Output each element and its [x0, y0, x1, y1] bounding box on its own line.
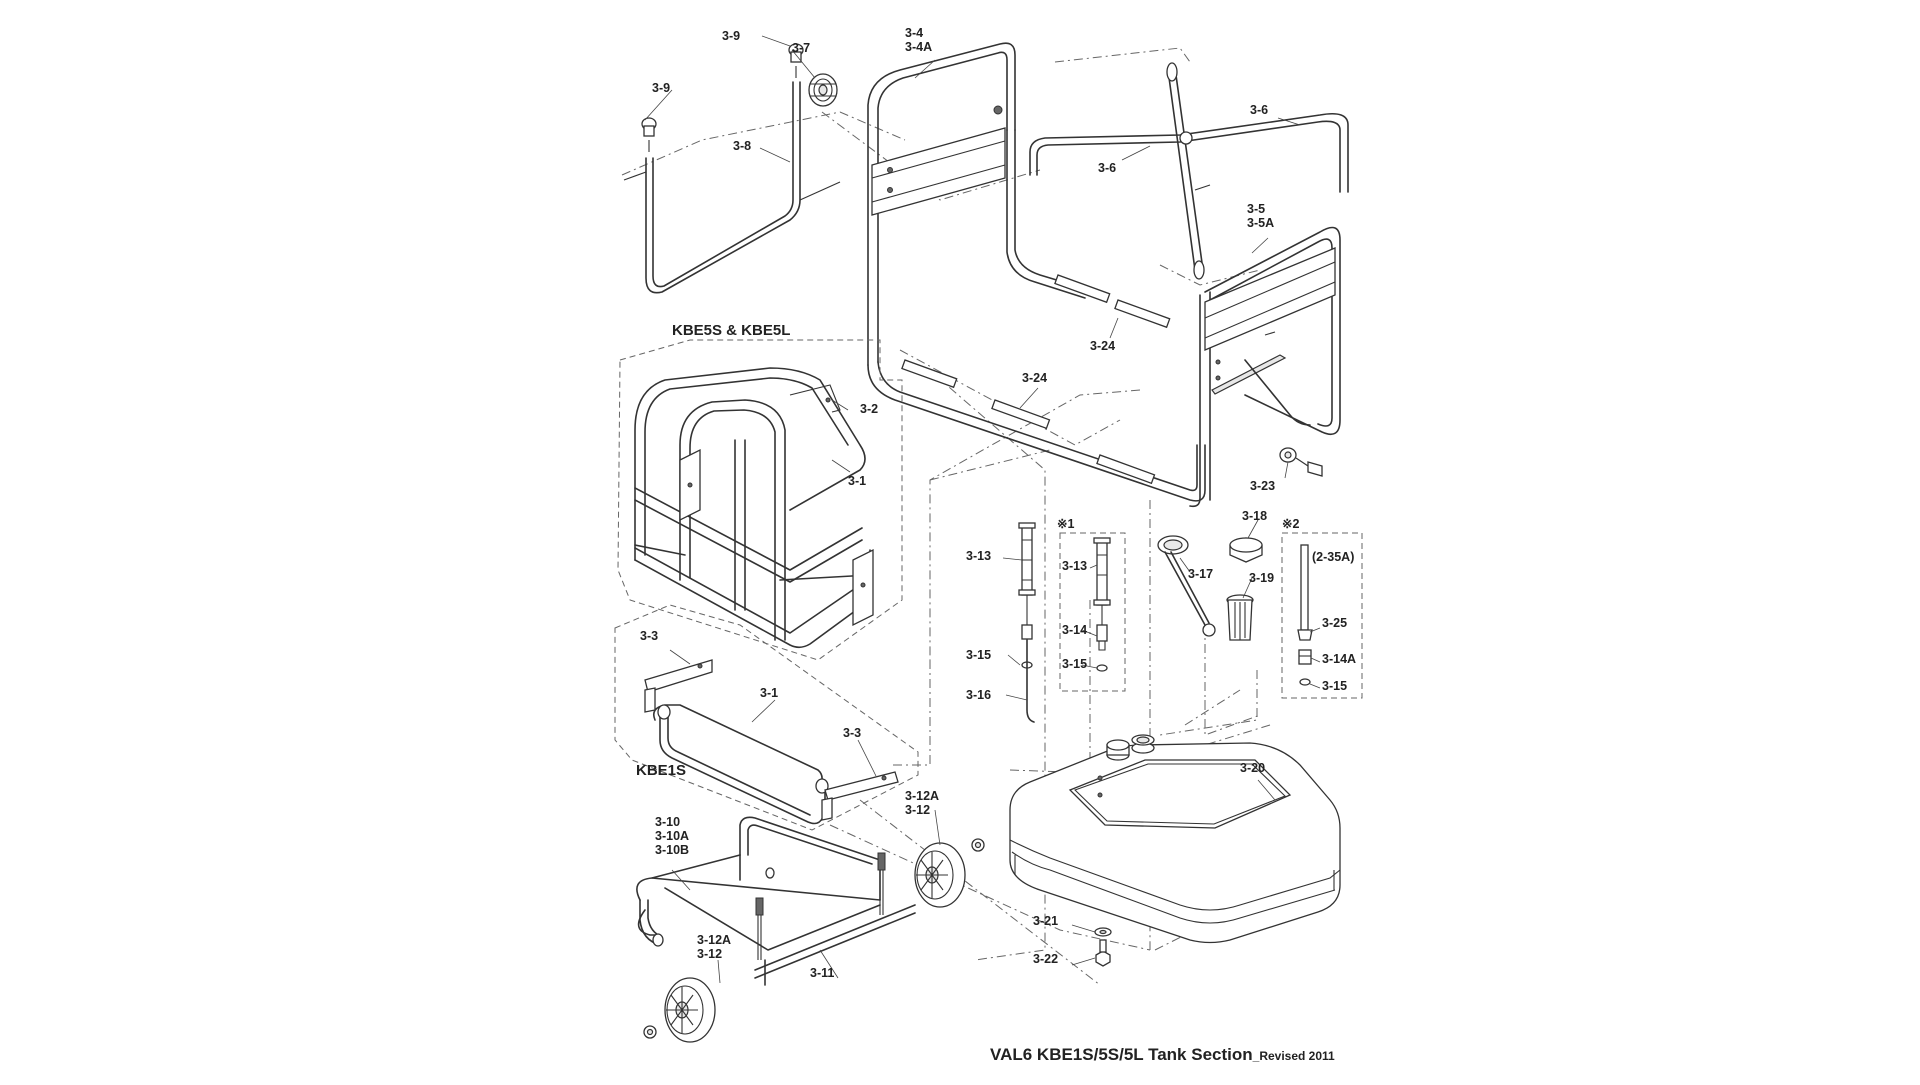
label-3-12-right: 3-12 [905, 803, 930, 817]
group-label-kbe1s: KBE1S [636, 762, 686, 779]
part-3-8-handle-assembly [623, 43, 841, 294]
label-3-12-left: 3-12 [697, 947, 722, 961]
title-suffix: _Revised 2011 [1252, 1049, 1335, 1063]
label-3-4: 3-4 [905, 26, 923, 40]
label-3-10A: 3-10A [655, 829, 689, 843]
label-3-11: 3-11 [810, 966, 834, 980]
part-3-7-knob [808, 73, 838, 107]
label-3-10B: 3-10B [655, 843, 689, 857]
label-3-24-left: 3-24 [1022, 371, 1047, 385]
label-3-6-left: 3-6 [1098, 161, 1116, 175]
part-3-18-tank-cap [1229, 537, 1263, 563]
label-3-12A-left: 3-12A [697, 933, 731, 947]
kbe1s-guard-group [614, 604, 919, 831]
label-3-15-mid: 3-15 [1062, 657, 1087, 671]
part-3-21-drain-washer [1094, 927, 1112, 937]
label-3-20: 3-20 [1240, 761, 1265, 775]
label-3-14: 3-14 [1062, 623, 1087, 637]
note1-box [1059, 532, 1126, 692]
label-3-13-right: 3-13 [1062, 559, 1087, 573]
part-3-22-drain-plug [1095, 939, 1111, 967]
label-3-4A: 3-4A [905, 40, 932, 54]
label-3-14A: 3-14A [1322, 652, 1356, 666]
diagram-title: VAL6 KBE1S/5S/5L Tank Section_Revised 20… [990, 1045, 1335, 1064]
leader-lines [644, 35, 1321, 984]
label-3-10: 3-10 [655, 815, 680, 829]
label-3-5: 3-5 [1247, 202, 1265, 216]
note-1-mark: ※1 [1057, 517, 1074, 531]
label-3-16: 3-16 [966, 688, 991, 702]
part-3-17-fuel-gauge [1157, 535, 1216, 637]
note-2-mark: ※2 [1282, 517, 1299, 531]
label-3-5A: 3-5A [1247, 216, 1274, 230]
label-3-3-right: 3-3 [843, 726, 861, 740]
label-3-2: 3-2 [860, 402, 878, 416]
part-3-24-tube-covers [901, 274, 1171, 485]
label-3-25: 3-25 [1322, 616, 1347, 630]
label-3-15-left: 3-15 [966, 648, 991, 662]
label-3-23: 3-23 [1250, 479, 1275, 493]
part-3-13-fuel-pickup-right [1093, 537, 1111, 672]
part-3-13-fuel-pickup-left [1018, 522, 1036, 723]
label-3-19: 3-19 [1249, 571, 1274, 585]
label-3-13-left: 3-13 [966, 549, 991, 563]
part-3-12-wheel-right [914, 838, 985, 908]
part-3-23-bolt [1279, 447, 1323, 477]
part-3-20-fuel-tank [1009, 734, 1341, 944]
title-main: VAL6 KBE1S/5S/5L Tank Section [990, 1045, 1253, 1064]
part-3-10-base-frame [636, 816, 916, 986]
label-3-6-right: 3-6 [1250, 103, 1268, 117]
part-3-6-cross-handle [1029, 62, 1349, 280]
part-3-12-wheel-left [643, 977, 716, 1043]
part-3-4-main-frame [867, 42, 1206, 502]
diagram-title-text: VAL6 KBE1S/5S/5L Tank Section_Revised 20… [990, 1045, 1335, 1064]
part-labels: 3-9 3-7 3-9 3-8 3-4 3-4A 3-6 3-6 3-5 3-5… [636, 26, 1356, 980]
label-3-15-right: 3-15 [1322, 679, 1347, 693]
label-3-9-top: 3-9 [722, 29, 740, 43]
label-3-18: 3-18 [1242, 509, 1267, 523]
label-3-12A-right: 3-12A [905, 789, 939, 803]
label-3-1-kbe1s: 3-1 [760, 686, 778, 700]
label-3-1-cage: 3-1 [848, 474, 866, 488]
part-3-5-rear-frame [1189, 226, 1341, 508]
label-3-8: 3-8 [733, 139, 751, 153]
label-3-9: 3-9 [652, 81, 670, 95]
label-2-35A: (2-35A) [1312, 550, 1354, 564]
group-label-kbe5s: KBE5S & KBE5L [672, 322, 790, 339]
part-3-19-filter [1226, 594, 1254, 641]
label-3-22: 3-22 [1033, 952, 1058, 966]
label-3-17: 3-17 [1188, 567, 1213, 581]
note2-box [1281, 532, 1363, 699]
label-3-24-right: 3-24 [1090, 339, 1115, 353]
kbe5s-cage-group [617, 339, 903, 661]
label-3-21: 3-21 [1033, 914, 1058, 928]
label-3-3-left: 3-3 [640, 629, 658, 643]
label-3-7: 3-7 [792, 41, 810, 55]
